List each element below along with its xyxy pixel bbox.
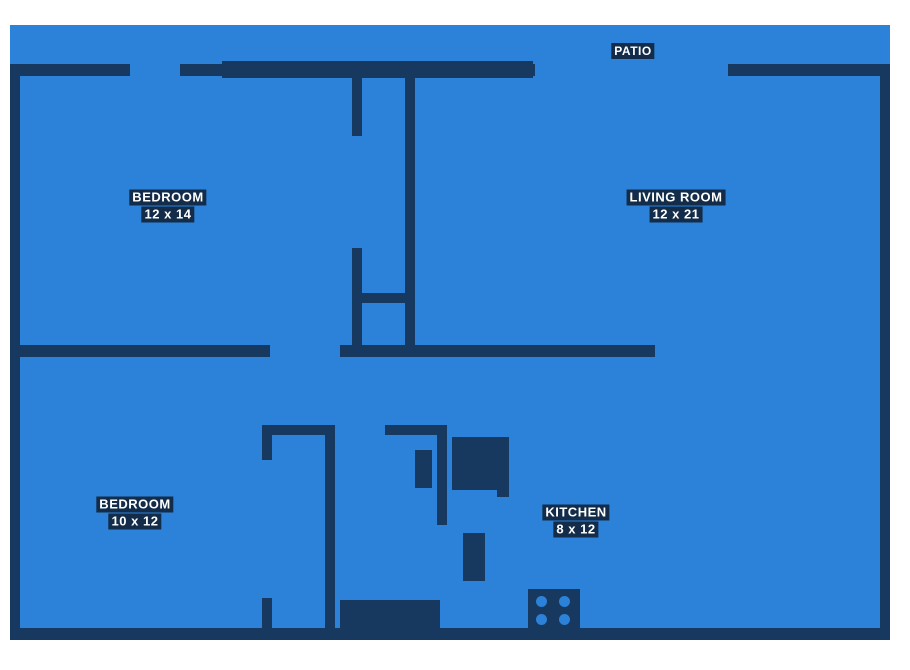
patio-name: PATIO xyxy=(611,43,655,59)
wall-hall-left-upper xyxy=(352,76,362,136)
stove-burner xyxy=(536,614,547,625)
wall-hall-right xyxy=(405,76,415,345)
wall-right xyxy=(880,64,890,640)
wall-closet-left-upper xyxy=(262,425,272,460)
living-room-dims: 12 x 21 xyxy=(649,206,703,223)
wall-top-right xyxy=(728,64,890,76)
stove-burner xyxy=(559,596,570,607)
label-kitchen: KITCHEN 8 x 12 xyxy=(542,504,610,538)
wall-top-center-header xyxy=(222,61,533,78)
wall-top-left xyxy=(10,64,130,76)
wall-bottom xyxy=(10,628,890,640)
wall-middle-center xyxy=(340,345,655,357)
kitchen-dims: 8 x 12 xyxy=(553,521,599,538)
stove xyxy=(528,589,580,633)
bedroom-1-dims: 12 x 14 xyxy=(141,206,195,223)
kitchen-name: KITCHEN xyxy=(542,504,610,521)
bedroom-2-dims: 10 x 12 xyxy=(108,513,162,530)
stove-burner xyxy=(559,614,570,625)
bedroom-2-name: BEDROOM xyxy=(96,496,174,513)
label-bedroom-2: BEDROOM 10 x 12 xyxy=(96,496,174,530)
living-room-name: LIVING ROOM xyxy=(626,189,726,206)
wall-closet-right xyxy=(325,425,335,628)
label-bedroom-1: BEDROOM 12 x 14 xyxy=(129,189,207,223)
toilet xyxy=(415,450,432,488)
label-patio: PATIO xyxy=(611,43,655,59)
bedroom-1-name: BEDROOM xyxy=(129,189,207,206)
wall-closet-left-lower xyxy=(262,598,272,628)
wall-closet-top xyxy=(272,425,335,435)
floor xyxy=(10,25,890,640)
wall-hall-crossbar xyxy=(352,293,415,303)
wall-bath-top xyxy=(385,425,447,435)
label-living-room: LIVING ROOM 12 x 21 xyxy=(626,189,726,223)
kitchen-counter xyxy=(463,533,485,581)
shower-block xyxy=(452,437,505,490)
stove-burner xyxy=(536,596,547,607)
wall-middle-left xyxy=(10,345,270,357)
wall-bath-right xyxy=(437,425,447,525)
bathroom-vanity xyxy=(340,600,440,628)
